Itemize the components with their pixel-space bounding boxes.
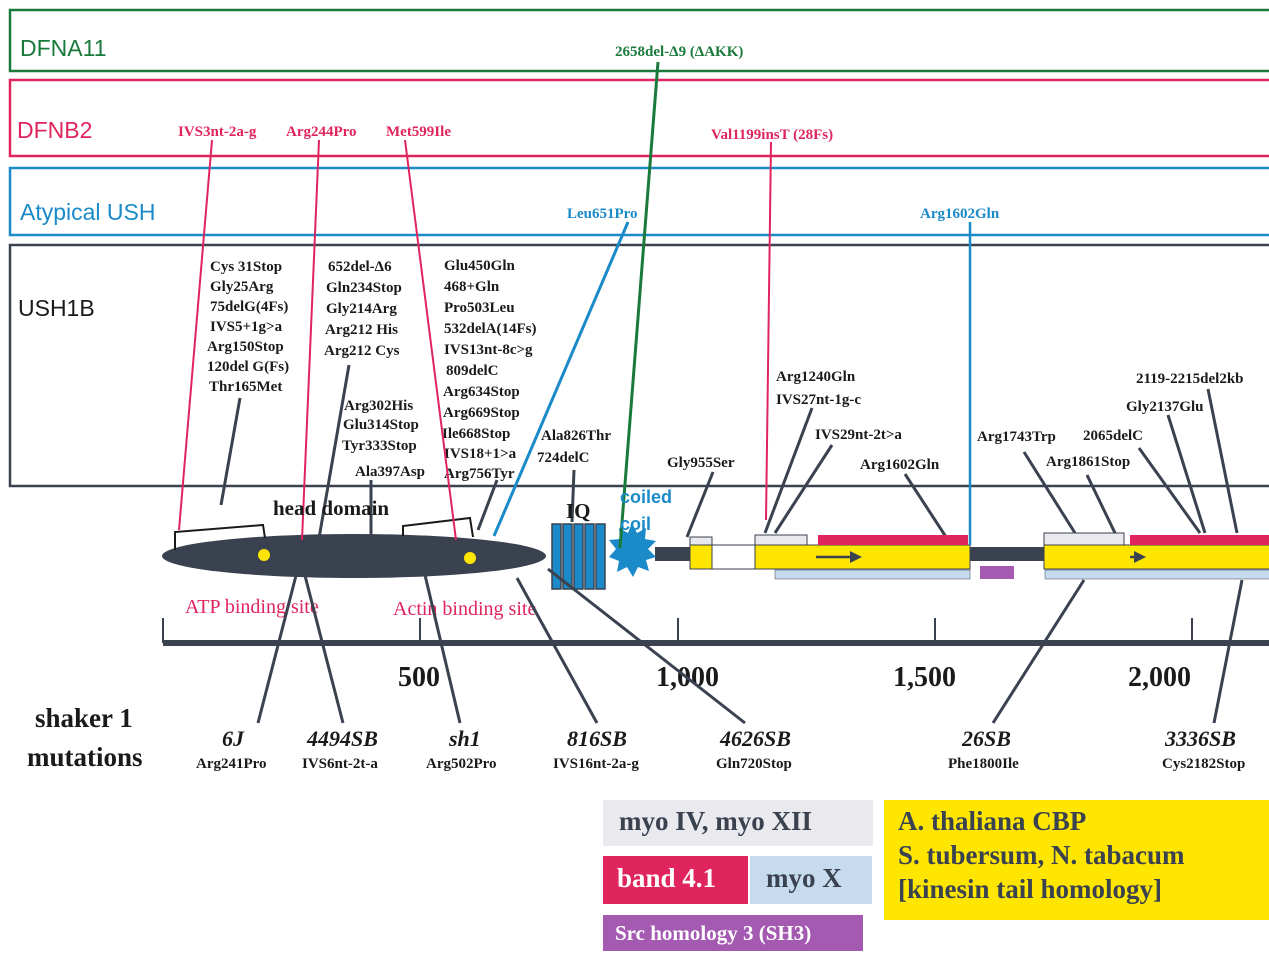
dfna11-label: DFNA11 <box>20 35 107 61</box>
ush1b-group-9: IVS29nt-2t>a <box>815 427 902 443</box>
iq-motifs <box>551 523 606 590</box>
legend-cbp-line: S. tubersum, N. tabacum <box>898 840 1185 870</box>
cbp-domain <box>754 544 971 570</box>
dfnb2-mutation: Val1199insT (28Fs) <box>711 127 833 143</box>
ush1b-group-2: 652del-Δ6 Gln234Stop Gly214Arg Arg212 Hi… <box>324 259 406 359</box>
legend-cbp: A. thaliana CBP S. tubersum, N. tabacum … <box>884 800 1269 920</box>
allele-change: Gln720Stop <box>716 756 792 772</box>
protein-schematic <box>162 516 1269 590</box>
legend-myo4-myo12-label: myo IV, myo XII <box>619 806 813 836</box>
atypical-ush-label: Atypical USH <box>20 199 155 225</box>
atp-binding-label: ATP binding site <box>185 596 319 618</box>
legend-band41: band 4.1 <box>603 856 748 904</box>
panel-atypical-ush: Atypical USH <box>8 166 1269 237</box>
legend-sh3: Src homology 3 (SH3) <box>603 915 863 951</box>
legend-myox: myo X <box>750 856 872 904</box>
band41-domain <box>1130 535 1269 545</box>
ush1b-group-6: Ala826Thr 724delC <box>537 428 614 466</box>
allele-change: Arg241Pro <box>196 756 267 772</box>
ush1b-group-10: Arg1602Gln <box>860 457 940 473</box>
panel-dfna11: DFNA11 <box>8 8 1269 73</box>
legend-myox-label: myo X <box>766 863 842 893</box>
dfnb2-mutation: Arg244Pro <box>286 124 357 140</box>
ush1b-group-13: Arg1861Stop <box>1046 454 1130 470</box>
actin-binding-label: Actin binding site <box>393 598 536 620</box>
coiled-coil-label: coiled coil <box>620 487 677 534</box>
myox-domain <box>774 569 971 580</box>
residue-axis: 500 1,000 1,500 2,000 <box>162 618 1269 693</box>
allele-name: 26SB <box>961 726 1011 751</box>
allele-name: 4494SB <box>306 726 378 751</box>
sh3-domain <box>980 566 1014 579</box>
actin-site-dot <box>464 552 476 564</box>
shaker-pointer-lines <box>256 559 1244 725</box>
dfnb2-label: DFNB2 <box>17 117 92 143</box>
dfnb2-mutation: Met599Ile <box>386 124 451 140</box>
allele-name: 3336SB <box>1164 726 1236 751</box>
head-domain-label: head domain <box>273 496 389 520</box>
legend-cbp-line: A. thaliana CBP <box>898 806 1087 836</box>
cbp-domain <box>689 544 713 570</box>
shaker-title: shaker 1 mutations <box>27 703 143 772</box>
iq-label: IQ <box>566 499 591 523</box>
ush1b-group-5: Ala397Asp <box>355 464 425 480</box>
allele-change: IVS6nt-2t-a <box>302 756 378 772</box>
cbp-domain <box>1043 544 1269 570</box>
panel-dfnb2: DFNB2 <box>8 78 1269 158</box>
atypical-ush-mutation: Arg1602Gln <box>920 206 1000 222</box>
ush1b-group-14: 2119-2215del2kb <box>1136 371 1244 387</box>
allele-name: 4626SB <box>719 726 791 751</box>
axis-tick-label: 500 <box>398 662 440 693</box>
allele-change: Cys2182Stop <box>1162 756 1245 772</box>
legend-band41-label: band 4.1 <box>617 863 717 893</box>
ush1b-group-11: Arg1743Trp <box>977 429 1056 445</box>
legend-cbp-line: [kinesin tail homology] <box>898 874 1163 904</box>
shaker-alleles: 6J Arg241Pro 4494SB IVS6nt-2t-a sh1 Arg5… <box>196 726 1245 772</box>
axis-tick-label: 1,500 <box>893 662 956 693</box>
myox-domain <box>1044 569 1269 580</box>
dfna11-mutation: 2658del-Δ9 (ΔAKK) <box>615 44 743 60</box>
legend-myo4-myo12: myo IV, myo XII <box>603 800 873 846</box>
ush1b-group-8: Arg1240Gln IVS27nt-1g-c <box>776 369 861 408</box>
ush1b-label: USH1B <box>18 295 95 321</box>
ush1b-group-12: 2065delC <box>1083 428 1143 444</box>
panel-ush1b: USH1B <box>8 243 1269 488</box>
ush1b-group-15: Gly2137Glu <box>1126 399 1204 415</box>
axis-tick-label: 2,000 <box>1128 662 1191 693</box>
atypical-ush-mutation: Leu651Pro <box>567 206 638 222</box>
legend-sh3-label: Src homology 3 (SH3) <box>615 921 812 945</box>
allele-change: Arg502Pro <box>426 756 497 772</box>
allele-name: 6J <box>222 726 245 751</box>
dfnb2-mutation: IVS3nt-2a-g <box>178 124 257 140</box>
atp-site-dot <box>258 549 270 561</box>
band41-domain <box>818 535 968 545</box>
mutation-pointer-lines <box>178 61 972 549</box>
ush1b-group-4: Arg302His Glu314Stop Tyr333Stop <box>342 398 423 454</box>
allele-change: IVS16nt-2a-g <box>553 756 639 772</box>
allele-name: sh1 <box>448 726 481 751</box>
head-domain-ellipse <box>162 534 546 578</box>
ush1b-group-1: Cys 31Stop Gly25Arg 75delG(4Fs) IVS5+1g>… <box>207 259 293 395</box>
allele-change: Phe1800Ile <box>948 756 1019 772</box>
allele-name: 816SB <box>567 726 627 751</box>
ush1b-pointer-lines <box>219 364 1239 545</box>
ush1b-group-7: Gly955Ser <box>667 455 735 471</box>
ush1b-group-3: Glu450Gln 468+Gln Pro503Leu 532delA(14Fs… <box>442 258 540 482</box>
